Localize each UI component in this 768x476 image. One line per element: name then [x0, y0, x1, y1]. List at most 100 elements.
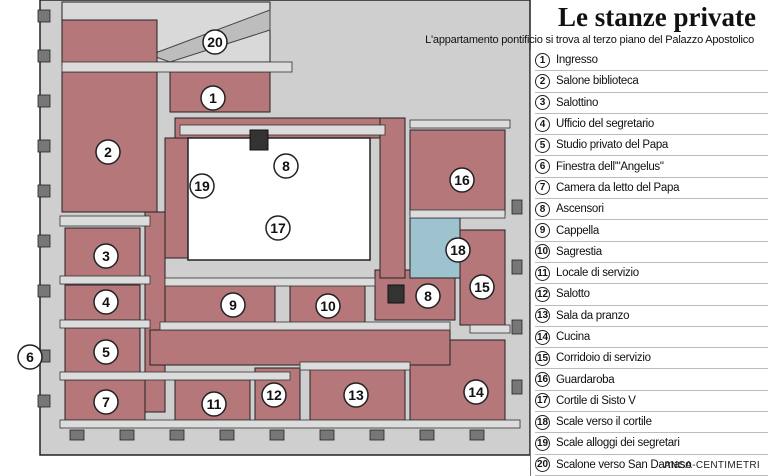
legend-label: Salottino	[556, 96, 599, 109]
legend-number: 16	[535, 372, 550, 388]
marker-number: 1	[209, 90, 217, 106]
legend-number: 18	[535, 414, 550, 430]
page-title: Le stanze private	[558, 2, 756, 32]
marker-number: 6	[26, 349, 34, 365]
marker-circle	[469, 274, 495, 300]
legend-label: Scalone verso San Damaso	[556, 458, 692, 471]
room-entrance-top	[61, 19, 158, 66]
legend-number: 11	[535, 265, 550, 281]
legend-number: 9	[535, 223, 550, 239]
marker-circle	[17, 344, 43, 370]
facade-windows	[37, 9, 523, 441]
legend-number: 7	[535, 180, 550, 196]
marker-number: 20	[207, 34, 223, 50]
legend-number: 15	[535, 350, 550, 366]
legend-label: Scale alloggi dei segretari	[556, 437, 680, 450]
marker-number: 11	[207, 396, 222, 412]
marker-circle	[93, 389, 119, 415]
legend-number: 1	[535, 52, 550, 68]
marker-number: 7	[102, 394, 110, 410]
marker-number: 4	[102, 294, 110, 310]
marker-circle	[343, 382, 369, 408]
legend-item: 15 Corridoio di servizio	[535, 348, 768, 370]
marker-circle	[273, 153, 299, 179]
legend-item: 18 Scale verso il cortile	[535, 412, 768, 434]
legend-item: 9 Cappella	[535, 220, 768, 242]
legend-label: Cucina	[556, 331, 590, 343]
legend-number: 8	[535, 201, 550, 217]
legend-label: Camera da letto del Papa	[556, 181, 680, 194]
marker-number: 10	[320, 298, 336, 314]
legend-label: Scale verso il cortile	[556, 416, 652, 429]
legend-number: 13	[535, 308, 550, 324]
room-19-area	[164, 137, 191, 259]
marker-number: 16	[454, 172, 470, 188]
marker-circle	[95, 139, 121, 165]
legend-label: Studio privato del Papa	[556, 139, 669, 152]
legend-label: Finestra dell'"Angelus"	[556, 160, 664, 173]
legend-label: Ascensori	[556, 203, 604, 216]
legend-label: Corridoio di servizio	[556, 352, 651, 365]
elevator-8-top	[249, 129, 269, 151]
marker-circle	[93, 289, 119, 315]
marker-circle	[189, 173, 215, 199]
corridor-bottom	[149, 329, 451, 366]
marker-number: 17	[270, 220, 286, 236]
marker-circle	[93, 243, 119, 269]
legend-number: 2	[535, 73, 550, 89]
marker-circle	[261, 382, 287, 408]
legend-number: 14	[535, 329, 550, 345]
marker-number: 18	[450, 242, 466, 258]
legend-label: Guardaroba	[556, 373, 615, 386]
legend-item: 1 Ingresso	[535, 50, 768, 72]
marker-circle	[220, 292, 246, 318]
legend-label: Ufficio del segretario	[556, 118, 655, 131]
marker-number: 8	[282, 158, 290, 174]
marker-circle	[415, 283, 441, 309]
marker-circle	[93, 339, 119, 365]
marker-number: 3	[102, 248, 110, 264]
legend-number: 5	[535, 137, 550, 153]
marker-number: 15	[474, 279, 490, 295]
marker-number: 2	[104, 144, 112, 160]
legend-label: Cappella	[556, 224, 599, 237]
legend-item: 16 Guardaroba	[535, 369, 768, 391]
marker-circle	[463, 379, 489, 405]
legend-label: Locale di servizio	[556, 267, 639, 280]
legend-number: 20	[535, 457, 550, 473]
marker-number: 8	[424, 288, 432, 304]
legend-item: 11 Locale di servizio	[535, 263, 768, 285]
marker-number: 5	[102, 344, 110, 360]
marker-circle	[201, 391, 227, 417]
legend-label: Sala da pranzo	[556, 309, 630, 322]
legend-label: Salone biblioteca	[556, 75, 639, 88]
legend-number: 19	[535, 435, 550, 451]
marker-circle	[200, 85, 226, 111]
room-5	[64, 327, 141, 374]
legend-item: 2 Salone biblioteca	[535, 71, 768, 93]
legend-item: 13 Sala da pranzo	[535, 306, 768, 327]
legend-item: 19 Scale alloggi dei segretari	[535, 433, 768, 455]
legend-item: 8 Ascensori	[535, 199, 768, 221]
legend-item: 14 Cucina	[535, 327, 768, 349]
marker-circle	[449, 167, 475, 193]
marker-number: 12	[266, 387, 282, 403]
legend-number: 6	[535, 159, 550, 175]
corridor-right	[379, 117, 406, 279]
marker-number: 9	[229, 297, 237, 313]
legend-item: 7 Camera da letto del Papa	[535, 178, 768, 200]
marker-circle	[202, 29, 228, 55]
credit: ANSA-CENTIMETRI	[663, 460, 760, 471]
legend-label: Ingresso	[556, 54, 598, 67]
legend-item: 5 Studio privato del Papa	[535, 135, 768, 157]
legend-number: 17	[535, 393, 550, 409]
corridor-left	[144, 211, 166, 413]
page-subtitle: L'appartamento pontificio si trova al te…	[425, 34, 754, 46]
